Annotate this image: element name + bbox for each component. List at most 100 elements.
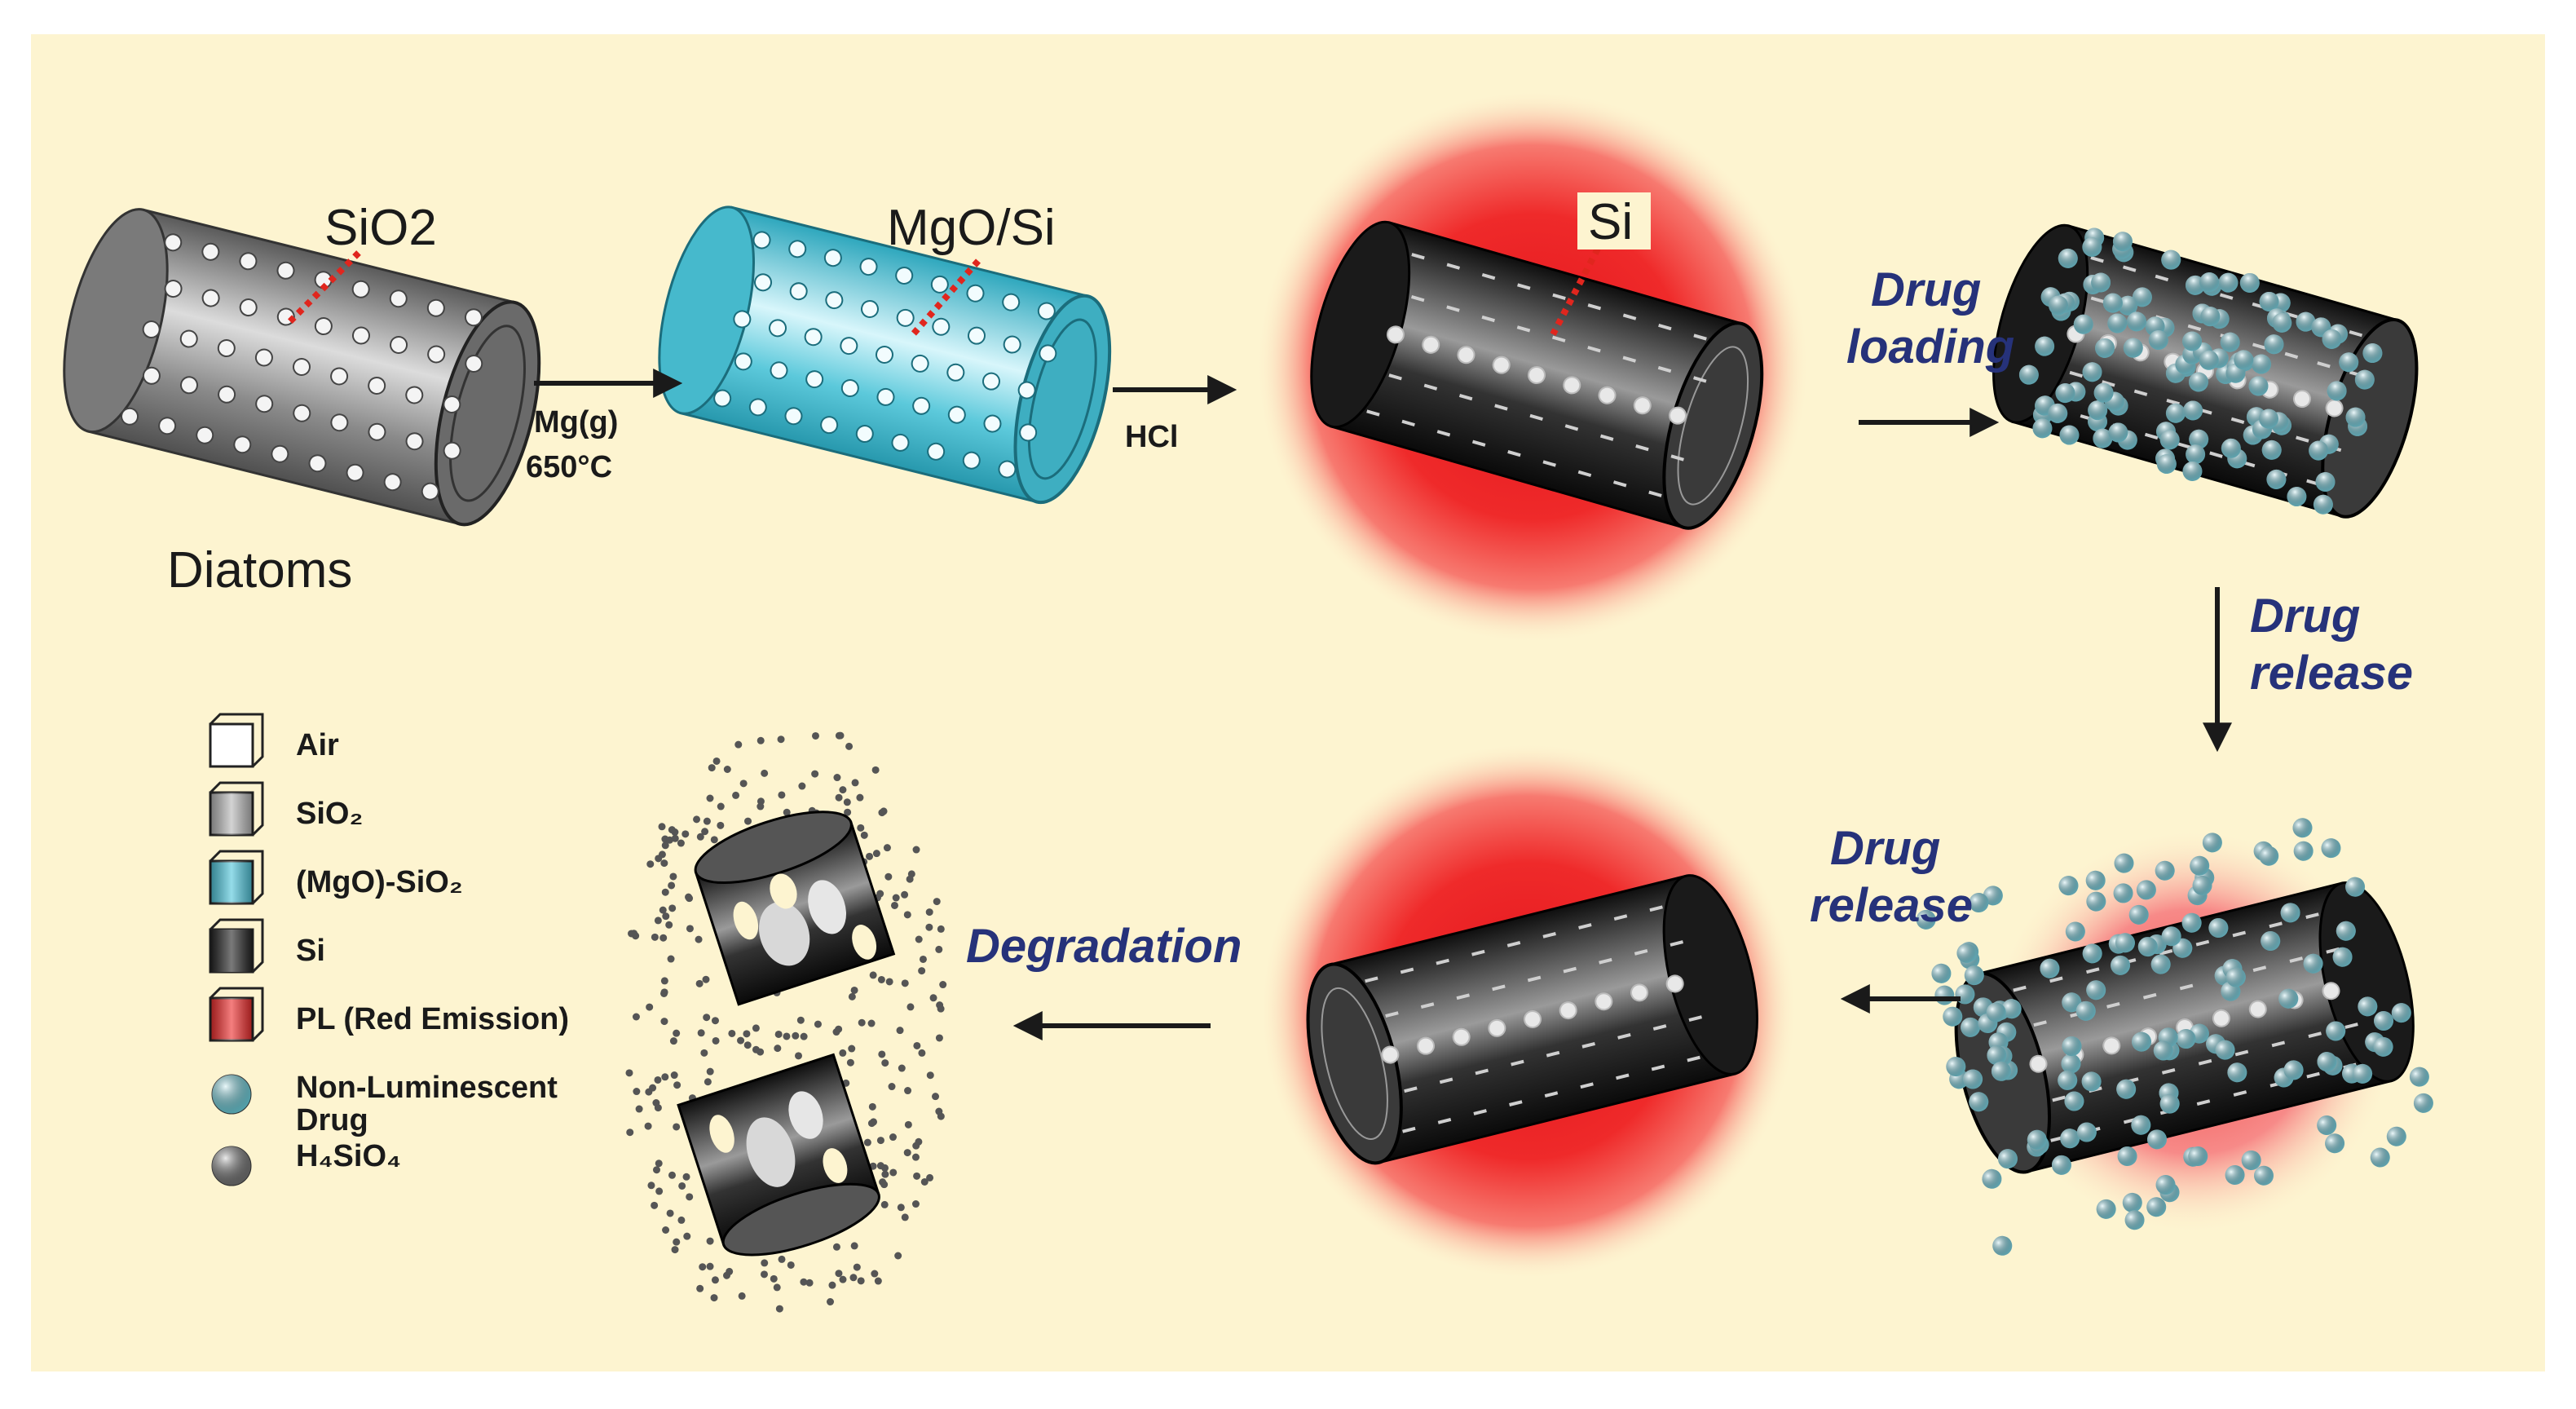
drug-molecule-shine bbox=[2061, 1053, 2081, 1074]
pore bbox=[2086, 967, 2100, 974]
pore bbox=[754, 273, 773, 292]
legend-label: (MgO)-SiO₂ bbox=[296, 865, 463, 899]
drug-molecule-shine bbox=[2192, 875, 2212, 895]
pore bbox=[1506, 940, 1521, 947]
pore bbox=[351, 326, 370, 345]
pore bbox=[1652, 1024, 1667, 1031]
h4sio4-particle bbox=[850, 1242, 858, 1250]
drug-molecule-shine bbox=[2116, 1079, 2137, 1099]
drug-molecule-shine bbox=[2093, 428, 2113, 448]
pore bbox=[2209, 451, 2223, 458]
h4sio4-particle bbox=[935, 1034, 943, 1042]
h4sio4-particle bbox=[911, 1153, 920, 1161]
drug-molecule-shine bbox=[2096, 1199, 2116, 1219]
h4sio4-particle bbox=[752, 1024, 760, 1032]
h4sio4-particle bbox=[668, 826, 676, 834]
pore bbox=[1436, 958, 1449, 965]
pore bbox=[368, 376, 386, 395]
pore bbox=[1456, 993, 1471, 1000]
pore bbox=[769, 319, 787, 338]
drug-molecule-shine bbox=[2292, 818, 2313, 838]
drug-molecule-shine bbox=[2332, 947, 2353, 967]
h4sio4-particle bbox=[866, 852, 874, 860]
pore bbox=[164, 280, 183, 298]
drug-molecule-shine bbox=[1986, 1002, 2006, 1023]
drug-molecule-shine bbox=[2182, 461, 2203, 481]
pore bbox=[1437, 1117, 1452, 1124]
h4sio4-particle bbox=[693, 815, 701, 824]
h4sio4-particle bbox=[682, 1173, 690, 1181]
pore bbox=[2230, 417, 2245, 425]
h4sio4-particle bbox=[633, 1088, 641, 1096]
si-cylinder-bottom bbox=[1306, 874, 1758, 1165]
h4sio4-particle bbox=[896, 1027, 904, 1035]
h4sio4-particle bbox=[926, 1071, 934, 1080]
h4sio4-particle bbox=[671, 834, 679, 842]
pore bbox=[962, 451, 981, 470]
drug-molecule-shine bbox=[1946, 1057, 1966, 1077]
h4sio4-particle bbox=[677, 839, 685, 847]
h4sio4-particle bbox=[889, 1133, 897, 1142]
pore bbox=[1439, 1077, 1453, 1084]
pore bbox=[2252, 342, 2266, 350]
drug-molecule-shine bbox=[2086, 891, 2106, 912]
drug-molecule-shine bbox=[2058, 876, 2079, 896]
h4sio4-particle bbox=[673, 1123, 681, 1131]
drug-molecule-shine bbox=[2058, 1070, 2078, 1090]
pore bbox=[1658, 323, 1672, 331]
drug-molecule-shine bbox=[1963, 1069, 1983, 1089]
h4sio4-particle bbox=[667, 955, 675, 963]
h4sio4-particle bbox=[937, 925, 945, 933]
h4sio4-particle bbox=[881, 1059, 889, 1067]
drug-molecule-shine bbox=[2339, 352, 2359, 373]
h4sio4-particle bbox=[652, 1099, 660, 1107]
pore bbox=[405, 432, 424, 451]
pore bbox=[1381, 1045, 1400, 1064]
label-mg-g: Mg(g) bbox=[534, 405, 618, 439]
h4sio4-particle bbox=[774, 1030, 783, 1038]
pore bbox=[1693, 333, 1707, 341]
drug-molecule-shine bbox=[2124, 1210, 2145, 1230]
h4sio4-particle bbox=[686, 1193, 694, 1201]
h4sio4-particle bbox=[878, 1050, 886, 1058]
drug-molecule-shine bbox=[2075, 1000, 2096, 1021]
h4sio4-particle bbox=[626, 1129, 634, 1137]
h4sio4-particle bbox=[851, 779, 859, 787]
h4sio4-particle bbox=[712, 1036, 720, 1045]
pore bbox=[1669, 406, 1687, 425]
pore bbox=[293, 358, 311, 376]
drug-molecule-shine bbox=[2048, 403, 2068, 423]
h4sio4-particle bbox=[858, 1018, 866, 1027]
h4sio4-particle bbox=[849, 1274, 858, 1282]
h4sio4-particle bbox=[661, 841, 669, 850]
drug-molecule-shine bbox=[2317, 1115, 2337, 1135]
h4sio4-particle bbox=[844, 808, 852, 816]
drug-molecule-shine bbox=[2413, 1093, 2433, 1113]
pore bbox=[2198, 1058, 2212, 1066]
label-drug-release-b2: release bbox=[1810, 879, 1973, 932]
pore bbox=[825, 291, 844, 310]
drug-molecule-shine bbox=[2155, 860, 2175, 881]
pore bbox=[1385, 1011, 1399, 1018]
process-arrows bbox=[534, 369, 2232, 1040]
legend-swatch-edge bbox=[209, 850, 264, 905]
h4sio4-particle bbox=[710, 836, 718, 844]
h4sio4-particle bbox=[701, 828, 709, 836]
pore bbox=[1578, 923, 1592, 930]
h4sio4-particle bbox=[743, 1041, 752, 1049]
h4sio4-particle bbox=[700, 1049, 708, 1057]
drug-molecule-shine bbox=[2261, 930, 2281, 951]
h4sio4-particle bbox=[925, 908, 933, 917]
drug-molecule-shine bbox=[2225, 1165, 2245, 1186]
h4sio4-particle bbox=[654, 917, 662, 925]
pore bbox=[1017, 381, 1036, 400]
pore bbox=[981, 372, 1000, 391]
h4sio4-particle bbox=[814, 1020, 822, 1028]
pore bbox=[254, 348, 273, 367]
drug-molecule-shine bbox=[2113, 883, 2133, 903]
legend-label-line2: Drug bbox=[296, 1103, 368, 1137]
pore bbox=[789, 282, 808, 301]
drug-molecule-shine bbox=[2153, 1040, 2173, 1061]
drug-molecule-shine bbox=[1987, 1045, 2007, 1066]
h4sio4-particle bbox=[665, 921, 673, 929]
